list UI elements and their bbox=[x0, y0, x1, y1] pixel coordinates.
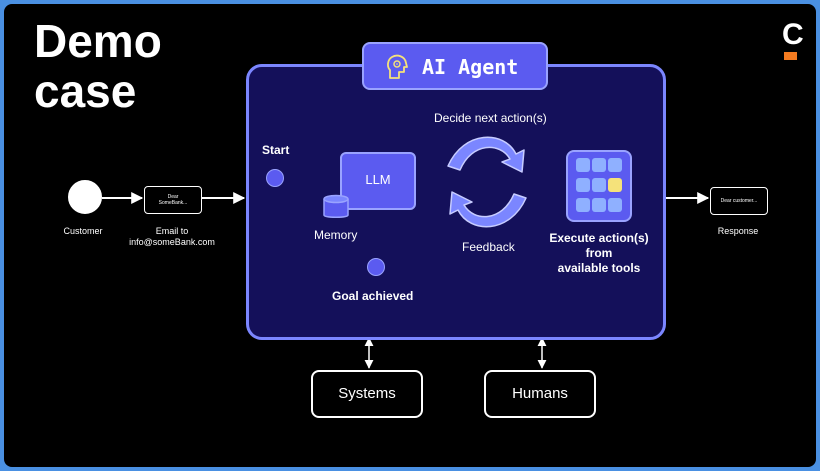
llm-node: LLM bbox=[340, 152, 416, 210]
systems-box: Systems bbox=[311, 370, 423, 418]
response-label: Response bbox=[717, 226, 759, 236]
tool-cell bbox=[592, 198, 606, 212]
tool-cell bbox=[592, 178, 606, 192]
tool-cell bbox=[608, 198, 622, 212]
memory-icon bbox=[322, 194, 350, 225]
tools-node bbox=[566, 150, 632, 222]
ai-agent-tab: AI Agent bbox=[362, 42, 548, 90]
email-card-line-1: Dear bbox=[167, 194, 179, 200]
customer-label: Customer bbox=[63, 226, 103, 236]
email-to-label: Email to info@someBank.com bbox=[116, 226, 228, 248]
logo-letter: C bbox=[782, 18, 804, 51]
feedback-label: Feedback bbox=[462, 240, 515, 254]
email-to-line-1: Email to bbox=[155, 226, 189, 236]
tool-cell-highlighted bbox=[608, 178, 622, 192]
start-node bbox=[266, 169, 284, 187]
slide: Demo case C Customer Dear SomeBank... bbox=[4, 4, 816, 467]
start-label: Start bbox=[262, 143, 290, 157]
humans-box: Humans bbox=[484, 370, 596, 418]
goal-label: Goal achieved bbox=[332, 289, 414, 303]
decide-arrow-icon bbox=[444, 130, 530, 179]
email-card: Dear SomeBank... bbox=[144, 186, 202, 214]
llm-label: LLM bbox=[365, 172, 391, 187]
email-card-line-2: SomeBank... bbox=[158, 200, 188, 206]
logo-accent-bar bbox=[784, 52, 797, 60]
tool-cell bbox=[576, 198, 590, 212]
feedback-arrow-icon bbox=[444, 190, 530, 239]
execute-line-1: Execute action(s) bbox=[549, 231, 649, 245]
execute-line-2: from bbox=[585, 246, 613, 260]
memory-label: Memory bbox=[314, 228, 358, 242]
tool-cell bbox=[592, 158, 606, 172]
response-card-text: Dear customer... bbox=[720, 198, 758, 204]
tool-cell bbox=[576, 178, 590, 192]
title-line-2: case bbox=[34, 65, 137, 117]
tool-cell bbox=[608, 158, 622, 172]
response-card: Dear customer... bbox=[710, 187, 768, 215]
customer-node bbox=[68, 180, 102, 214]
slide-title: Demo case bbox=[34, 16, 162, 116]
brand-logo: C bbox=[782, 18, 804, 62]
decide-label: Decide next action(s) bbox=[434, 111, 547, 125]
email-to-line-2: info@someBank.com bbox=[129, 237, 215, 247]
brain-head-icon bbox=[386, 54, 408, 85]
execute-line-3: available tools bbox=[557, 261, 641, 275]
execute-label: Execute action(s) from available tools bbox=[524, 231, 674, 276]
title-line-1: Demo bbox=[34, 15, 162, 67]
ai-agent-title: AI Agent bbox=[422, 55, 519, 79]
tool-cell bbox=[576, 158, 590, 172]
goal-node bbox=[367, 258, 385, 276]
